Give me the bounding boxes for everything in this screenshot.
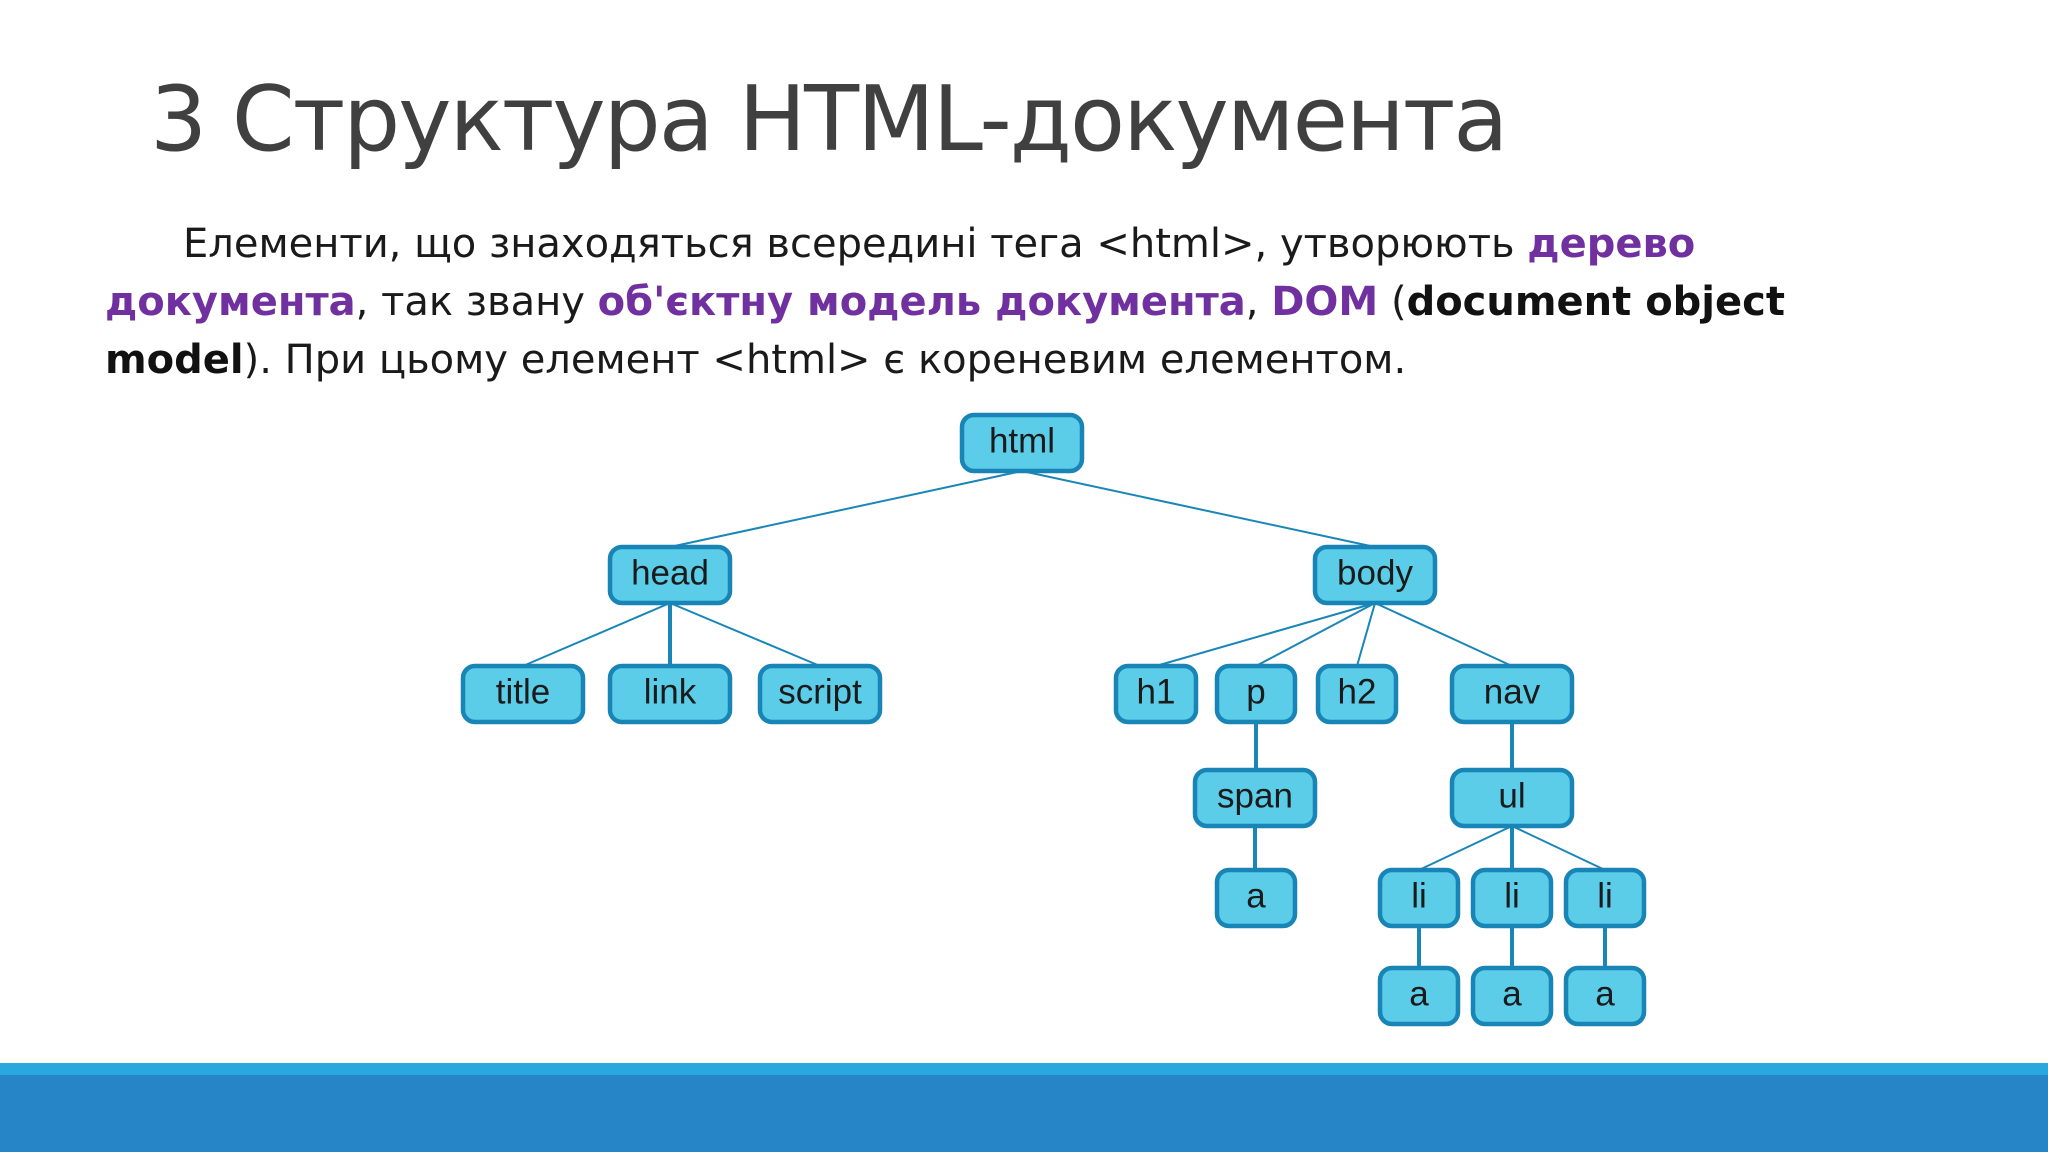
tree-node-box-nav (1449, 663, 1575, 725)
footer-band-light (0, 1063, 2048, 1075)
tree-node-label-a1: a (1246, 877, 1266, 916)
term-document-tree: дерево документа (105, 221, 1696, 325)
tree-node-box-script (757, 663, 883, 725)
paragraph-text-4: ( (1378, 279, 1407, 325)
tree-node-label-span: span (1217, 777, 1293, 816)
tree-node-nav: nav (1449, 663, 1575, 725)
paragraph-text-5: ). При цьому елемент <html> є кореневим … (243, 337, 1407, 383)
tree-node-box-p (1214, 663, 1298, 725)
tree-node-label-li1: li (1411, 877, 1427, 916)
edge-head-title (522, 602, 671, 667)
tree-node-ul: ul (1449, 767, 1575, 829)
edge-html-body (1021, 470, 1376, 548)
tree-node-box-head (607, 544, 733, 606)
tree-node-h1: h1 (1113, 663, 1199, 725)
edge-body-h1 (1155, 602, 1376, 667)
tree-node-box-a1 (1214, 867, 1298, 929)
footer-band (0, 1075, 2048, 1152)
tree-nodes: html head body title link script h1 p h2 nav span a… (460, 412, 1647, 1027)
tree-node-li2: li (1470, 867, 1554, 929)
tree-node-label-head: head (631, 554, 709, 593)
tree-node-label-nav: nav (1484, 673, 1541, 712)
edge-ul-li1 (1418, 825, 1513, 871)
tree-node-a3: a (1470, 965, 1554, 1027)
tree-node-label-a4: a (1595, 975, 1615, 1014)
tree-node-box-h2 (1315, 663, 1399, 725)
tree-node-script: script (757, 663, 883, 725)
tree-edges (522, 470, 1607, 968)
tree-node-label-link: link (644, 673, 697, 712)
edge-body-nav (1374, 602, 1513, 667)
term-object-model: об'єктну модель документа (597, 279, 1246, 325)
tree-node-link: link (607, 663, 733, 725)
intro-paragraph: Елементи, що знаходяться всередині тега … (105, 215, 1955, 389)
tree-node-box-li2 (1470, 867, 1554, 929)
tree-node-box-title (460, 663, 586, 725)
tree-node-h2: h2 (1315, 663, 1399, 725)
tree-node-box-link (607, 663, 733, 725)
tree-node-label-title: title (496, 673, 550, 712)
tree-node-label-body: body (1337, 554, 1413, 593)
tree-node-head: head (607, 544, 733, 606)
tree-node-box-span (1192, 767, 1318, 829)
edge-html-head (669, 470, 1023, 548)
tree-node-label-ul: ul (1498, 777, 1525, 816)
tree-node-label-a2: a (1409, 975, 1429, 1014)
tree-node-box-a4 (1563, 965, 1647, 1027)
edge-body-p (1255, 602, 1376, 667)
tree-node-title: title (460, 663, 586, 725)
tree-node-label-li2: li (1504, 877, 1520, 916)
tree-node-span: span (1192, 767, 1318, 829)
tree-node-a2: a (1377, 965, 1461, 1027)
tree-node-box-li1 (1377, 867, 1461, 929)
tree-node-label-a3: a (1502, 975, 1522, 1014)
tree-node-box-li3 (1563, 867, 1647, 929)
tree-node-box-ul (1449, 767, 1575, 829)
paragraph-text-1: Елементи, що знаходяться всередині тега … (183, 221, 1528, 267)
tree-node-box-h1 (1113, 663, 1199, 725)
tree-node-box-a2 (1377, 965, 1461, 1027)
tree-node-label-p: p (1246, 673, 1265, 712)
tree-node-box-html (959, 412, 1085, 474)
tree-node-label-html: html (989, 422, 1055, 461)
paragraph-text-3: , (1245, 279, 1272, 325)
tree-node-li1: li (1377, 867, 1461, 929)
tree-node-box-body (1312, 544, 1438, 606)
paragraph-text-2: , так звану (355, 279, 598, 325)
edge-head-script (669, 602, 821, 667)
term-document-object-model: document object model (105, 279, 1785, 383)
edge-body-h2 (1356, 602, 1376, 667)
term-dom: DOM (1271, 279, 1379, 325)
tree-node-label-script: script (778, 673, 862, 712)
tree-node-body: body (1312, 544, 1438, 606)
tree-node-label-li3: li (1597, 877, 1613, 916)
tree-node-label-h2: h2 (1338, 673, 1377, 712)
tree-node-p: p (1214, 663, 1298, 725)
edge-ul-li3 (1511, 825, 1606, 871)
slide-title: 3 Структура HTML-документа (150, 67, 1508, 172)
tree-node-label-h1: h1 (1137, 673, 1176, 712)
tree-node-a1: a (1214, 867, 1298, 929)
tree-node-box-a3 (1470, 965, 1554, 1027)
tree-node-a4: a (1563, 965, 1647, 1027)
tree-node-html: html (959, 412, 1085, 474)
tree-node-li3: li (1563, 867, 1647, 929)
